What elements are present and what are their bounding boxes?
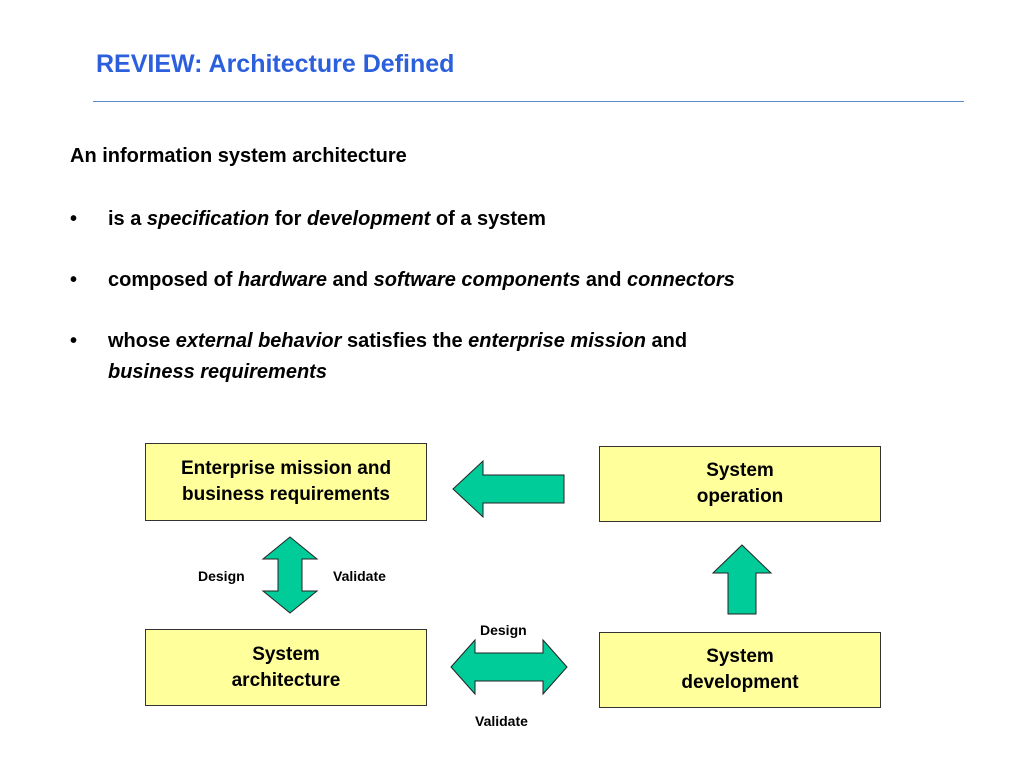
enterprise-mission-box: Enterprise mission and business requirem…: [145, 443, 427, 521]
bullet-marker: •: [70, 208, 78, 230]
left-right-arrow-icon: [450, 638, 568, 696]
bullet-marker: •: [70, 330, 78, 352]
system-development-box: System development: [599, 632, 881, 708]
title-divider: [93, 101, 964, 102]
bullet-marker: •: [70, 269, 78, 291]
slide-title: REVIEW: Architecture Defined: [96, 50, 455, 78]
bullet-text: composed of hardware and software compon…: [108, 269, 735, 291]
up-down-arrow-icon: [261, 536, 319, 614]
design-label: Design: [480, 622, 527, 638]
validate-label: Validate: [333, 568, 386, 584]
system-operation-box: System operation: [599, 446, 881, 522]
enterprise-mission-label: Enterprise mission and business requirem…: [180, 458, 392, 505]
bullet-text: whose external behavior satisfies the en…: [108, 330, 688, 383]
validate-label: Validate: [475, 713, 528, 729]
system-development-label: System development: [681, 646, 799, 693]
intro-text: An information system architecture: [70, 145, 407, 167]
up-arrow-icon: [711, 544, 773, 615]
system-architecture-box: System architecture: [145, 629, 427, 706]
design-label: Design: [198, 568, 245, 584]
system-architecture-label: System architecture: [231, 643, 341, 691]
bullet-text: is a specification for development of a …: [108, 208, 546, 230]
left-arrow-icon: [452, 459, 565, 519]
system-operation-label: System operation: [696, 460, 784, 507]
